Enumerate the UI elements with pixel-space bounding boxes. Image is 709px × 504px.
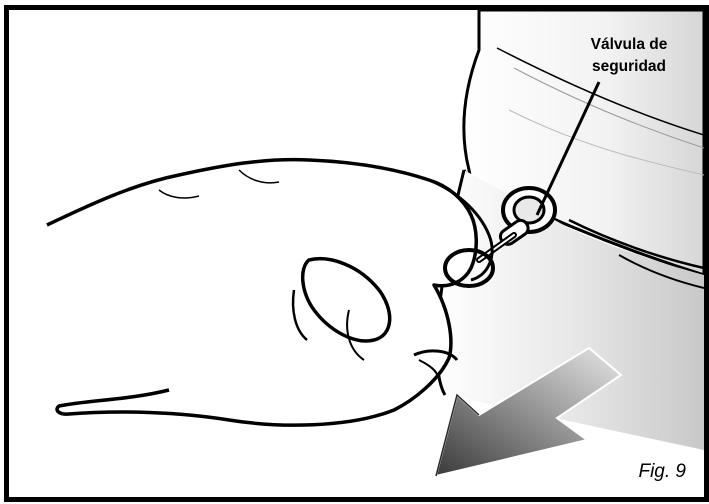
figure-label: Fig. 9	[638, 461, 686, 483]
callout-line-2: seguridad	[549, 56, 709, 78]
callout-line-1: Válvula de	[549, 34, 709, 56]
hand-illustration	[47, 160, 493, 425]
illustration	[9, 10, 704, 497]
safety-valve-callout: Válvula de seguridad	[549, 34, 709, 78]
figure-frame: Válvula de seguridad Fig. 9	[4, 5, 709, 502]
